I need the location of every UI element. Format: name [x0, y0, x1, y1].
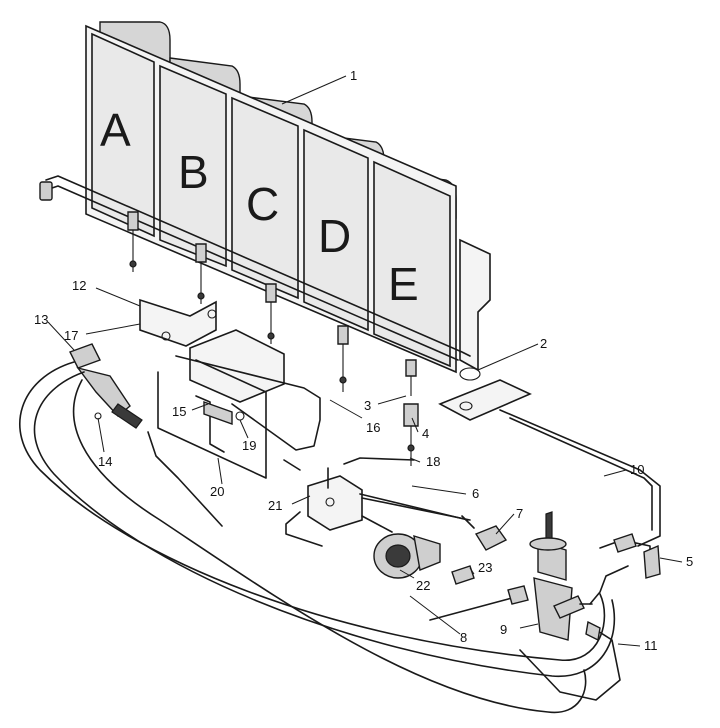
loop-tubing: [19, 361, 616, 714]
tubing-bundle: [157, 355, 321, 479]
panel-letter-d: D: [318, 210, 351, 262]
gas-supply-tubes: [359, 409, 661, 701]
panel-letter-b: B: [178, 146, 209, 198]
callout-17: 17: [64, 328, 78, 343]
mounting-bracket: [438, 238, 532, 421]
callout-4: 4: [422, 426, 429, 441]
callout-7: 7: [516, 506, 523, 521]
leader-lines: [47, 75, 683, 647]
fitting-7: [461, 515, 508, 551]
callout-14: 14: [98, 454, 112, 469]
callout-18: 18: [426, 454, 440, 469]
callout-9: 9: [500, 622, 507, 637]
callout-labels: 1 2 3 4 5 6 7 8 9 10 11 12 13 14 15 16 1…: [34, 68, 693, 653]
gas-control-valve: [529, 511, 593, 641]
valve-tee-block: [285, 457, 471, 547]
callout-16: 16: [366, 420, 380, 435]
bracket-blocks: [139, 298, 285, 403]
callout-15: 15: [172, 404, 186, 419]
fitting-23: [451, 565, 475, 585]
callout-10: 10: [630, 462, 644, 477]
burner-panel-row: A B C D E: [85, 24, 457, 374]
pressure-regulator: [373, 533, 441, 579]
manifold-rail: [39, 175, 471, 361]
burner-panel-a: A: [91, 32, 155, 238]
burner-panel-d: D: [303, 128, 369, 332]
callout-11: 11: [644, 638, 658, 653]
callout-22: 22: [416, 578, 430, 593]
callout-5: 5: [686, 554, 693, 569]
callout-21: 21: [268, 498, 282, 513]
callout-8: 8: [460, 630, 467, 645]
burner-panel-c: C: [231, 96, 299, 300]
callout-13: 13: [34, 312, 48, 327]
callout-6: 6: [472, 486, 479, 501]
burner-panel-e: E: [373, 160, 451, 368]
callout-2: 2: [540, 336, 547, 351]
panel-letter-e: E: [388, 258, 419, 310]
burner-panel-b: B: [159, 64, 227, 268]
panel-letter-a: A: [100, 104, 131, 156]
callout-20: 20: [210, 484, 224, 499]
orifice-spuds: [127, 211, 419, 466]
callout-12: 12: [72, 278, 86, 293]
panel-letter-c: C: [246, 178, 279, 230]
callout-1: 1: [350, 68, 357, 83]
callout-23: 23: [478, 560, 492, 575]
callout-19: 19: [242, 438, 256, 453]
callout-3: 3: [364, 398, 371, 413]
